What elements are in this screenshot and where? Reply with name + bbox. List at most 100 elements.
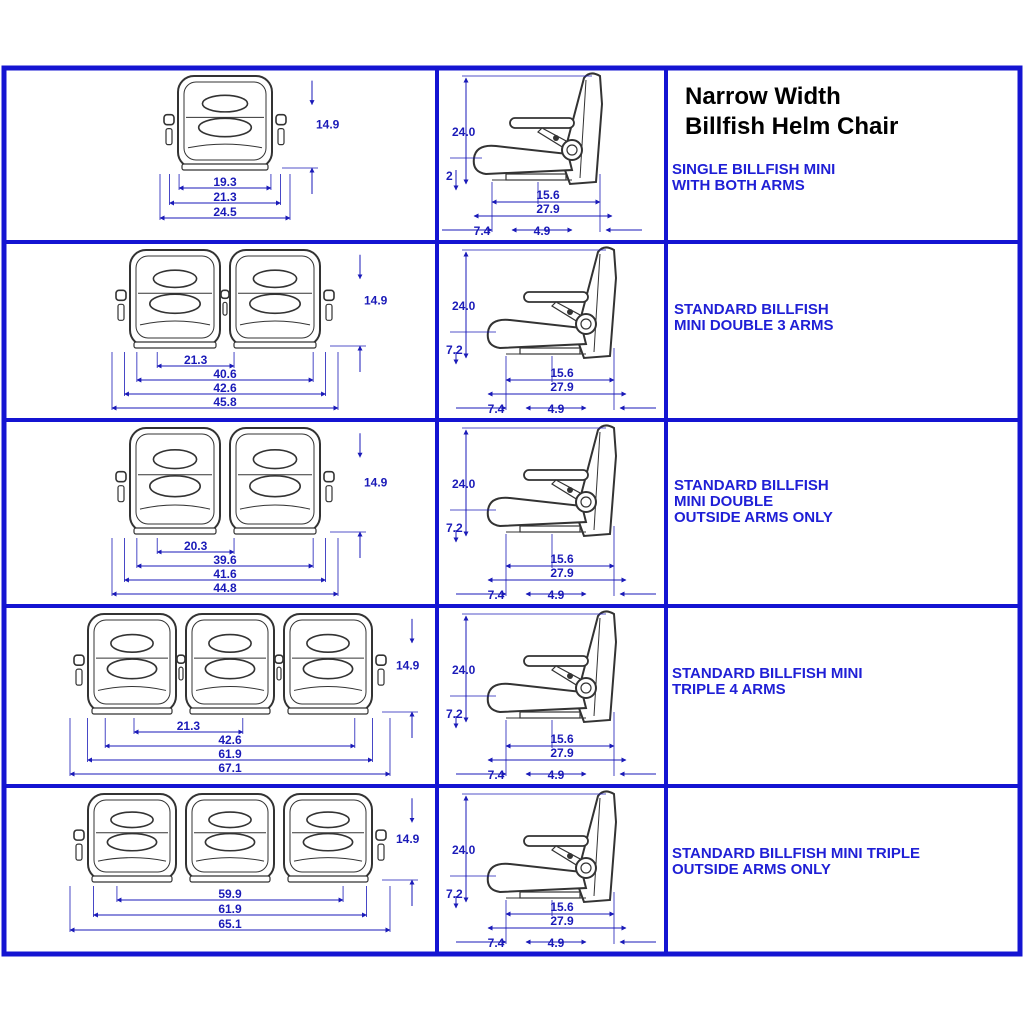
row-label-line: SINGLE BILLFISH MINI (672, 161, 835, 178)
dimension-value: 4.9 (548, 768, 565, 782)
dimension-value: 15.6 (550, 552, 574, 566)
row-label-line: STANDARD BILLFISH MINI TRIPLE (672, 845, 920, 862)
armrest (73, 829, 85, 861)
dimension-value: 4.9 (534, 224, 551, 238)
armrest (176, 654, 186, 681)
dimension-value: 7.4 (488, 936, 505, 950)
armrest (73, 654, 85, 686)
dimension-value: 27.9 (550, 914, 574, 928)
dimension-value: 65.1 (218, 917, 242, 931)
armrest (163, 113, 175, 146)
dimension-value: 44.8 (213, 581, 237, 595)
row-label-line: TRIPLE 4 ARMS (672, 681, 786, 698)
front-view: 14.9 21.3 42.661.967.1 (69, 613, 420, 777)
dimension-value: 15.6 (536, 188, 560, 202)
row-label-line: STANDARD BILLFISH (674, 301, 829, 318)
dimension-value: 15.6 (550, 900, 574, 914)
dimension-value: 7.2 (446, 887, 463, 901)
dimension-value: 7.4 (488, 402, 505, 416)
dimension-value: 21.3 (213, 190, 237, 204)
dimension-value: 20.3 (184, 539, 208, 553)
dimension-value: 7.2 (446, 521, 463, 535)
seat-front-view (283, 613, 373, 715)
dimension-value: 19.3 (213, 175, 237, 189)
dimension-value: 7.4 (488, 768, 505, 782)
dimension-value: 42.6 (218, 733, 242, 747)
seat-front-view (177, 75, 273, 171)
armrest (220, 289, 230, 316)
dimension-value: 59.9 (218, 887, 242, 901)
dimension-value: 27.9 (550, 566, 574, 580)
table-grid (1, 65, 1023, 957)
front-view: 14.919.321.324.5 (159, 75, 340, 221)
dimension-value: 7.4 (488, 588, 505, 602)
armrest (323, 289, 335, 321)
dimension-value: 67.1 (218, 761, 242, 775)
dimension-value: 14.9 (396, 658, 420, 672)
dimension-value: 27.9 (536, 202, 560, 216)
title-line-1: Narrow Width (685, 83, 841, 110)
seat-front-view (229, 249, 321, 349)
dimension-value: 40.6 (213, 367, 237, 381)
armrest (323, 470, 335, 503)
dimension-value: 15.6 (550, 366, 574, 380)
dimension-value: 27.9 (550, 380, 574, 394)
seat-side-view (486, 790, 618, 904)
dimension-value: 2 (446, 169, 453, 183)
dimension-value: 14.9 (396, 832, 420, 846)
dimension-value: 21.3 (177, 719, 201, 733)
row-label-line: STANDARD BILLFISH (674, 477, 829, 494)
dimension-value: 14.9 (364, 476, 388, 490)
armrest (375, 654, 387, 686)
dimension-value: 24.0 (452, 299, 476, 313)
seat-side-view (486, 610, 618, 724)
armrest (115, 470, 127, 503)
dimension-value: 7.4 (474, 224, 491, 238)
dimension-value: 42.6 (213, 381, 237, 395)
seat-front-view (229, 427, 321, 535)
seat-front-view (185, 793, 275, 883)
row-label-line: OUTSIDE ARMS ONLY (672, 861, 831, 878)
dimension-value: 27.9 (550, 746, 574, 760)
armrest (375, 829, 387, 861)
outer-frame (1, 65, 1023, 957)
dimension-value: 24.0 (452, 663, 476, 677)
dimension-value: 14.9 (316, 117, 340, 131)
seat-front-view (129, 249, 221, 349)
seat-front-view (87, 793, 177, 883)
dimension-value: 4.9 (548, 402, 565, 416)
dimension-value: 24.0 (452, 477, 476, 491)
seat-front-view (129, 427, 221, 535)
dimension-value: 45.8 (213, 395, 237, 409)
row-label-line: MINI DOUBLE 3 ARMS (674, 317, 833, 334)
row-label-line: WITH BOTH ARMS (672, 177, 805, 194)
dimension-value: 41.6 (213, 567, 237, 581)
dimension-value: 39.6 (213, 553, 237, 567)
dimension-value: 61.9 (218, 747, 242, 761)
dimension-value: 4.9 (548, 936, 565, 950)
row-label-line: OUTSIDE ARMS ONLY (674, 509, 833, 526)
front-view: 14.9 20.3 39.641.644.8 (111, 427, 388, 597)
front-view: 14.921.340.642.645.8 (111, 249, 388, 411)
seat-side-view (486, 424, 618, 538)
row-label-line: MINI DOUBLE (674, 493, 773, 510)
dimension-value: 21.3 (184, 353, 208, 367)
seat-front-view (87, 613, 177, 715)
title-line-2: Billfish Helm Chair (685, 113, 898, 140)
seat-side-view (472, 72, 604, 186)
dimension-value: 7.2 (446, 707, 463, 721)
armrest (275, 113, 287, 146)
